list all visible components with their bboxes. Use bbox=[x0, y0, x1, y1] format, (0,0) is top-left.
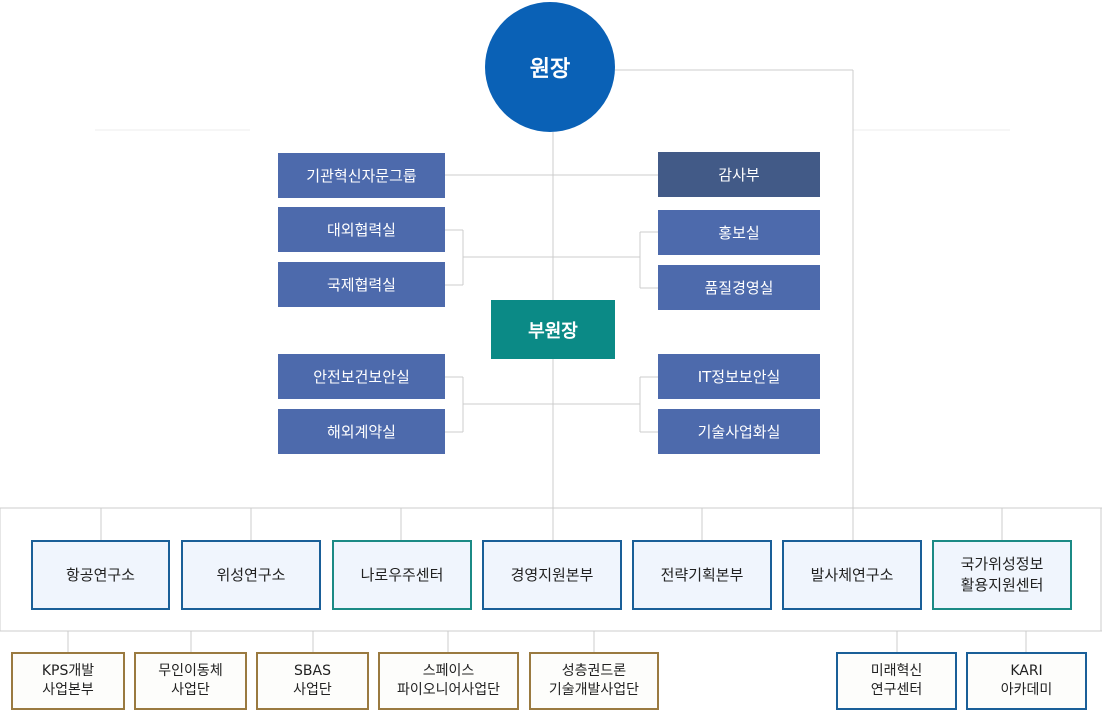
unit-label: 전략기획본부 bbox=[660, 565, 744, 584]
subunit-label: 무인이동체 사업단 bbox=[158, 663, 223, 698]
subunit-stratospheric-drone[interactable]: 성층권드론 기술개발사업단 bbox=[529, 652, 659, 710]
subunit-label: KPS개발 사업본부 bbox=[41, 663, 95, 698]
director-label: 원장 bbox=[529, 57, 571, 82]
office-label: 해외계약실 bbox=[326, 423, 396, 441]
unit-label: 국가위성정보 활용지원센터 bbox=[960, 555, 1044, 594]
unit-satellite-info-center[interactable]: 국가위성정보 활용지원센터 bbox=[932, 540, 1072, 610]
subunit-label: 스페이스 파이오니어사업단 bbox=[396, 663, 501, 698]
unit-label: 위성연구소 bbox=[216, 565, 286, 584]
office-label: 기술사업화실 bbox=[697, 423, 781, 441]
office-external-cooperation[interactable]: 대외협력실 bbox=[278, 207, 445, 252]
office-label: 품질경영실 bbox=[704, 279, 774, 297]
unit-label: 항공연구소 bbox=[65, 565, 135, 584]
office-quality-management[interactable]: 품질경영실 bbox=[658, 265, 820, 310]
subunit-label: KARI 아카데미 bbox=[1000, 663, 1053, 698]
director-node: 원장 bbox=[485, 2, 615, 132]
unit-strategic-planning[interactable]: 전략기획본부 bbox=[632, 540, 772, 610]
office-safety-security[interactable]: 안전보건보안실 bbox=[278, 354, 445, 399]
unit-launcher-research[interactable]: 발사체연구소 bbox=[782, 540, 922, 610]
office-label: 대외협력실 bbox=[326, 221, 396, 239]
office-international-cooperation[interactable]: 국제협력실 bbox=[278, 262, 445, 307]
office-overseas-contracts[interactable]: 해외계약실 bbox=[278, 409, 445, 454]
vice-director-node[interactable]: 부원장 bbox=[491, 300, 615, 359]
office-label: IT정보보안실 bbox=[697, 368, 781, 386]
unit-label: 나로우주센터 bbox=[360, 565, 444, 584]
subunit-sbas[interactable]: SBAS 사업단 bbox=[256, 652, 369, 710]
subunit-label: 성층권드론 기술개발사업단 bbox=[548, 663, 640, 698]
subunit-label: 미래혁신 연구센터 bbox=[870, 663, 923, 698]
office-label: 국제협력실 bbox=[326, 276, 396, 294]
office-public-relations[interactable]: 홍보실 bbox=[658, 210, 820, 255]
unit-label: 경영지원본부 bbox=[510, 565, 594, 584]
office-it-security[interactable]: IT정보보안실 bbox=[658, 354, 820, 399]
unit-satellite-research[interactable]: 위성연구소 bbox=[181, 540, 321, 610]
unit-naro-space-center[interactable]: 나로우주센터 bbox=[332, 540, 472, 610]
subunit-future-innovation[interactable]: 미래혁신 연구센터 bbox=[836, 652, 957, 710]
unit-management-support[interactable]: 경영지원본부 bbox=[482, 540, 622, 610]
unit-aeronautics-research[interactable]: 항공연구소 bbox=[31, 540, 170, 610]
subunit-space-pioneer[interactable]: 스페이스 파이오니어사업단 bbox=[378, 652, 519, 710]
office-audit[interactable]: 감사부 bbox=[658, 152, 820, 197]
subunit-unmanned-vehicle[interactable]: 무인이동체 사업단 bbox=[134, 652, 247, 710]
unit-label: 발사체연구소 bbox=[810, 565, 894, 584]
vice-director-label: 부원장 bbox=[528, 320, 578, 342]
office-label: 홍보실 bbox=[718, 224, 760, 242]
office-tech-commercialization[interactable]: 기술사업화실 bbox=[658, 409, 820, 454]
office-innovation-advisory[interactable]: 기관혁신자문그룹 bbox=[278, 153, 445, 198]
subunit-label: SBAS 사업단 bbox=[293, 663, 332, 698]
office-label: 기관혁신자문그룹 bbox=[306, 167, 417, 185]
office-label: 안전보건보안실 bbox=[313, 368, 410, 386]
subunit-kps-development[interactable]: KPS개발 사업본부 bbox=[11, 652, 125, 710]
subunit-kari-academy[interactable]: KARI 아카데미 bbox=[966, 652, 1087, 710]
office-label: 감사부 bbox=[718, 166, 760, 184]
